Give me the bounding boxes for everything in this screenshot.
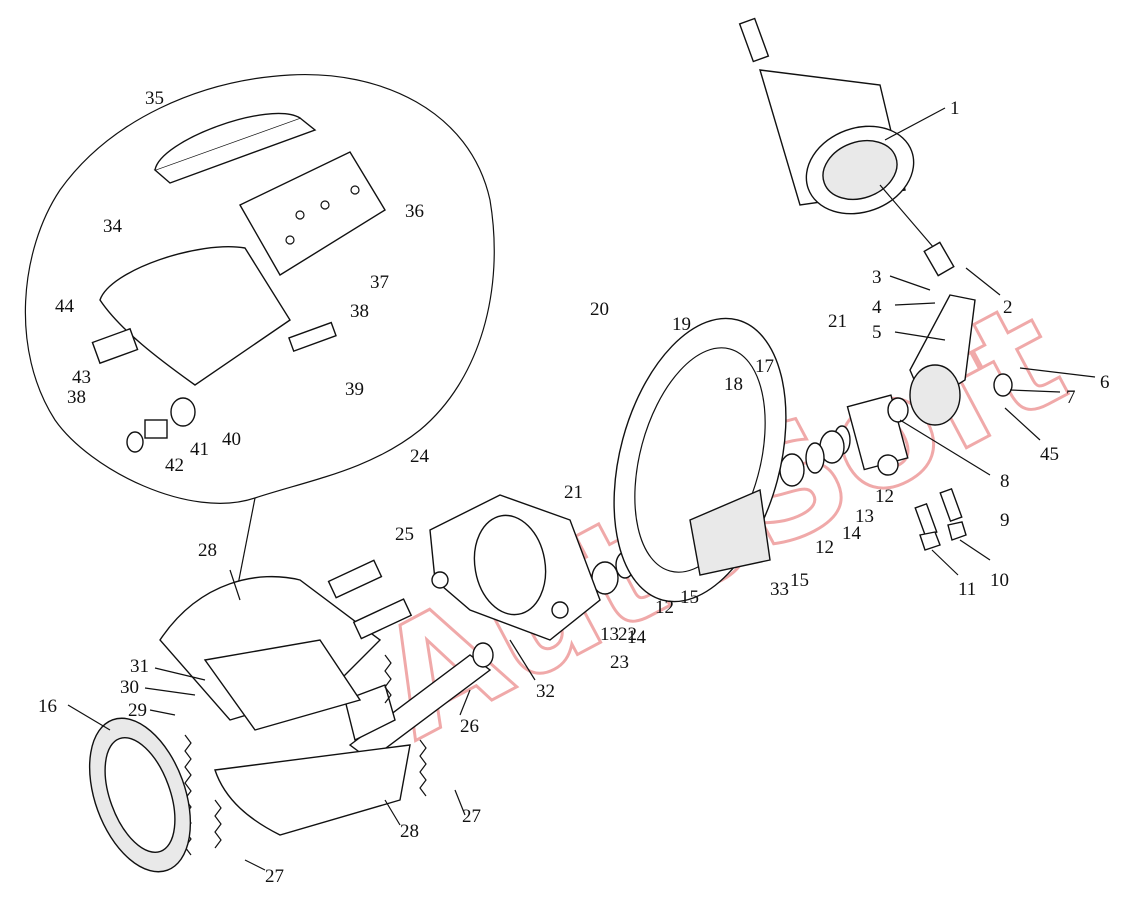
detail-rollers bbox=[91, 321, 337, 453]
callout-4: 4 bbox=[872, 297, 882, 318]
callout-6: 6 bbox=[1100, 372, 1110, 393]
callout-24: 24 bbox=[410, 446, 430, 467]
callout-42: 42 bbox=[165, 455, 184, 476]
callout-28a: 28 bbox=[198, 540, 217, 561]
flat-lining bbox=[239, 151, 386, 276]
brake-shoe-lower bbox=[214, 744, 411, 836]
callout-41: 41 bbox=[190, 439, 209, 460]
callout-36: 36 bbox=[405, 201, 424, 222]
callout-27b: 27 bbox=[265, 866, 284, 887]
callout-35: 35 bbox=[145, 88, 164, 109]
lining-plate bbox=[153, 112, 317, 184]
callout-12a: 12 bbox=[875, 486, 894, 507]
callout-9: 9 bbox=[1000, 510, 1010, 531]
callout-17: 17 bbox=[755, 356, 774, 377]
callout-1: 1 bbox=[950, 98, 960, 119]
callout-13a: 13 bbox=[855, 506, 874, 527]
callout-23: 23 bbox=[610, 652, 629, 673]
leader-lines bbox=[67, 107, 1096, 871]
callout-21a: 21 bbox=[828, 311, 847, 332]
callout-7: 7 bbox=[1066, 387, 1076, 408]
callout-10: 10 bbox=[990, 570, 1009, 591]
callout-18: 18 bbox=[724, 374, 743, 395]
callout-44: 44 bbox=[55, 296, 75, 317]
callout-33: 33 bbox=[770, 579, 789, 600]
callout-34: 34 bbox=[103, 216, 123, 237]
brake-spider bbox=[429, 494, 601, 641]
detail-shoe bbox=[99, 246, 291, 386]
brake-drum bbox=[88, 717, 192, 873]
callout-22: 22 bbox=[618, 624, 637, 645]
callout-14a: 14 bbox=[842, 523, 862, 544]
callout-38b: 38 bbox=[67, 387, 86, 408]
callout-11: 11 bbox=[958, 579, 976, 600]
brake-shoe-upper bbox=[159, 575, 382, 731]
callout-25: 25 bbox=[395, 524, 414, 545]
callout-43: 43 bbox=[72, 367, 91, 388]
callout-3: 3 bbox=[872, 267, 882, 288]
callout-15a: 15 bbox=[790, 570, 809, 591]
camshaft bbox=[344, 642, 494, 761]
callout-40: 40 bbox=[222, 429, 241, 450]
callout-32: 32 bbox=[536, 681, 555, 702]
callout-38a: 38 bbox=[350, 301, 369, 322]
detail-bubble-outline bbox=[24, 73, 495, 504]
callout-14b: 14 bbox=[627, 627, 647, 648]
callout-45: 45 bbox=[1040, 444, 1059, 465]
callout-13b: 13 bbox=[600, 624, 619, 645]
callout-5: 5 bbox=[872, 322, 882, 343]
callout-29: 29 bbox=[128, 700, 147, 721]
callout-20: 20 bbox=[590, 299, 609, 320]
callout-12b: 12 bbox=[815, 537, 834, 558]
callout-30: 30 bbox=[120, 677, 139, 698]
callout-27a: 27 bbox=[462, 806, 481, 827]
callout-labels: 1 2 3 4 5 6 7 8 9 10 11 12 12 12 13 13 1… bbox=[38, 88, 1110, 887]
callout-39: 39 bbox=[345, 379, 364, 400]
mounting-bolts bbox=[914, 487, 967, 551]
callout-19: 19 bbox=[672, 314, 691, 335]
dust-shield bbox=[613, 317, 787, 603]
brake-chamber bbox=[738, 17, 955, 277]
callout-31: 31 bbox=[130, 656, 149, 677]
callout-28b: 28 bbox=[400, 821, 419, 842]
callout-12c: 12 bbox=[655, 597, 674, 618]
callout-2: 2 bbox=[1003, 297, 1013, 318]
slack-adjuster bbox=[846, 294, 1013, 476]
callout-16: 16 bbox=[38, 696, 57, 717]
callout-21b: 21 bbox=[564, 482, 583, 503]
callout-8: 8 bbox=[1000, 471, 1010, 492]
callout-37: 37 bbox=[370, 272, 389, 293]
anchor-pins bbox=[327, 559, 413, 640]
callout-15b: 15 bbox=[680, 587, 699, 608]
callout-26: 26 bbox=[460, 716, 479, 737]
